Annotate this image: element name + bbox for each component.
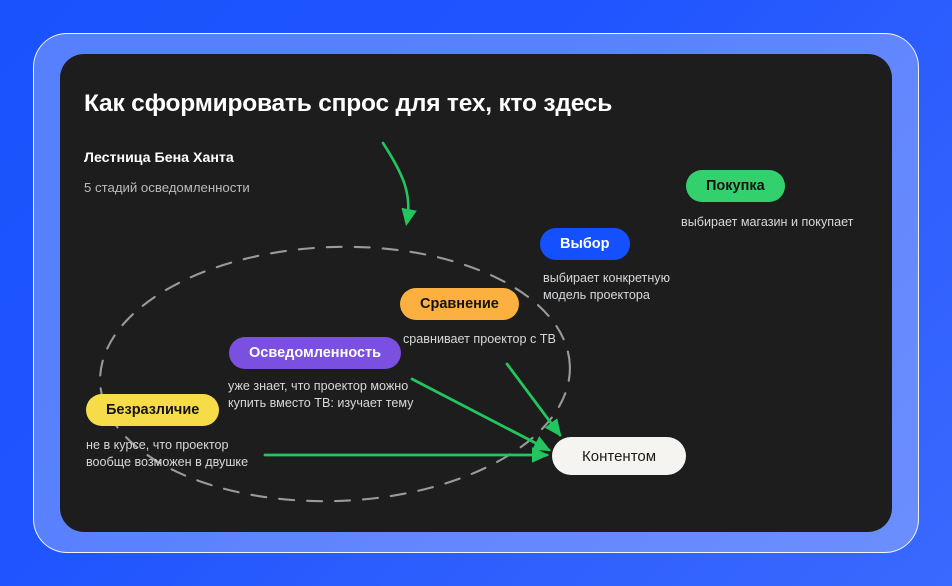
stage-badge-label: Осведомленность (249, 345, 382, 361)
stage-caption-indifference: не в курсе, что проектор вообще возможен… (86, 438, 249, 469)
stage-caption-choice: выбирает конкретную модель проектора (543, 271, 671, 302)
stage-badge-awareness[interactable]: Осведомленность (229, 337, 402, 369)
stage-caption-awareness: уже знает, что проектор можно купить вме… (228, 379, 414, 410)
stage-badge-choice[interactable]: Выбор (540, 228, 630, 260)
ladder-subheading: 5 стадий осведомленности (84, 180, 250, 195)
stage-badge-label: Безразличие (106, 402, 200, 418)
stage-badge-label: Выбор (560, 236, 610, 252)
title-to-ellipse-arrow (381, 141, 417, 227)
target-pill-label: Контентом (582, 447, 657, 465)
stage-badge-indifference[interactable]: Безразличие (86, 394, 220, 426)
target-pill-content[interactable]: Контентом (552, 437, 687, 475)
presentation-slide: Как сформировать спрос для тех, кто здес… (60, 54, 892, 532)
comparison-to-target-arrow (505, 362, 562, 437)
awareness-to-target-arrow (410, 377, 551, 452)
stage-badge-purchase[interactable]: Покупка (686, 170, 785, 202)
stage-caption-purchase: выбирает магазин и покупает (681, 215, 854, 229)
stage-badge-comparison[interactable]: Сравнение (400, 288, 519, 320)
stage-badge-label: Сравнение (420, 296, 499, 312)
stage-badge-label: Покупка (706, 178, 765, 194)
ladder-heading: Лестница Бена Ханта (84, 150, 234, 166)
stage-caption-comparison: сравнивает проектор с ТВ (403, 332, 556, 346)
page-title: Как сформировать спрос для тех, кто здес… (84, 90, 613, 117)
